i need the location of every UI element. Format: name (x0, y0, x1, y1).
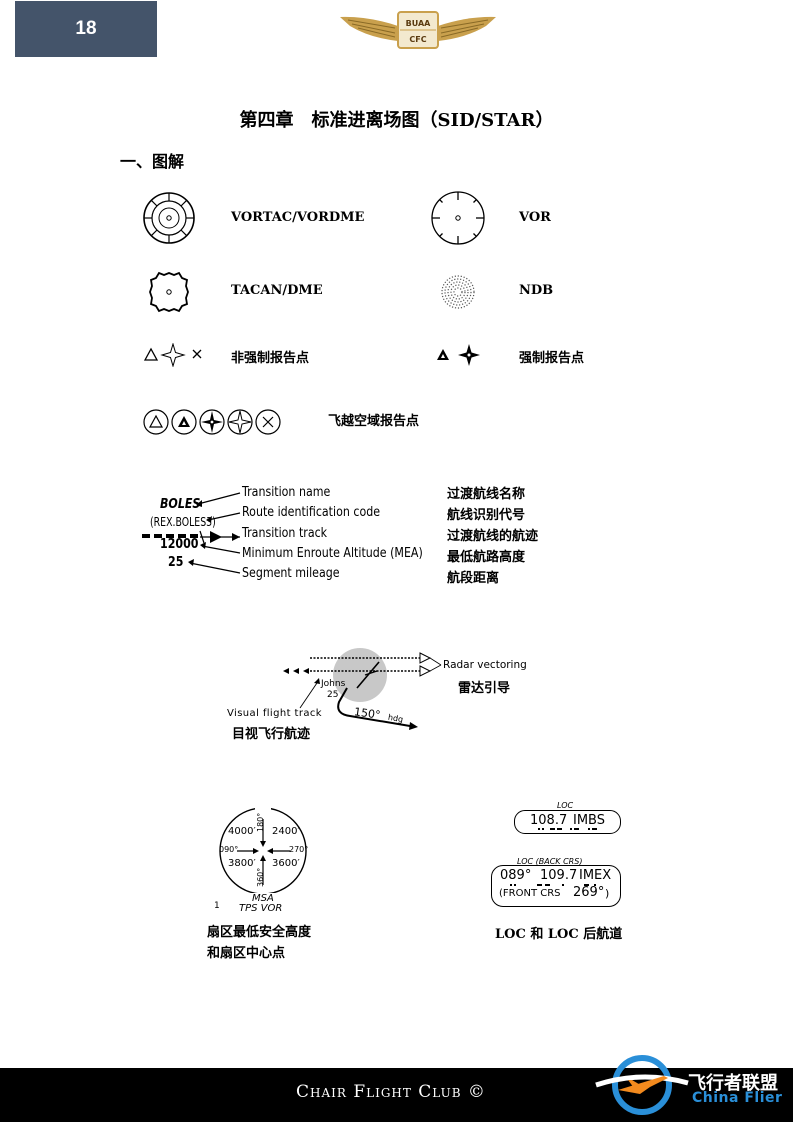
transition-fix-name: BOLES (160, 497, 201, 512)
transition-cn-name: 过渡航线名称 (447, 487, 526, 502)
transition-arrows (142, 492, 241, 574)
loc-front-label: (FRONT CRS (499, 888, 561, 899)
transition-label-track: Transition track (242, 526, 328, 541)
loc-back-course: 089° (500, 868, 532, 883)
ndb-label: NDB (519, 283, 554, 298)
msa-bearing-w: 090° (219, 845, 239, 854)
ndb-icon (441, 275, 475, 309)
transition-label-name: Transition name (242, 485, 331, 500)
vortac-label: VORTAC/VORDME (231, 210, 365, 225)
star-open-icon (160, 343, 186, 367)
msa-bearing-s-text: 360° (256, 867, 265, 887)
transition-cn-mea: 最低航路高度 (447, 550, 526, 565)
logo-bottom-text: CFC (409, 35, 426, 44)
flyover-label: 飞越空域报告点 (328, 414, 420, 429)
msa-title: MSA (252, 893, 274, 904)
msa-cn-line1: 扇区最低安全高度 (207, 925, 312, 940)
tacan-label: TACAN/DME (231, 283, 323, 298)
page-number: 18 (15, 1, 157, 57)
msa-sector-tl: 4000′ (228, 826, 256, 837)
loc-cn: LOC 和 LOC 后航道 (495, 927, 623, 942)
visual-track-label: Visual flight track (227, 708, 322, 719)
loc-back-ident: IMEX (579, 868, 612, 883)
msa-cn-line2: 和扇区中心点 (207, 946, 286, 961)
loc-frequency: 108.7 (530, 813, 568, 828)
flyover-reporting-icons (143, 409, 281, 435)
transition-cn-mileage: 航段距离 (447, 571, 500, 586)
msa-cn: 扇区最低安全高度 和扇区中心点 (207, 922, 311, 964)
loc-morse (538, 828, 597, 830)
transition-cn-list: 过渡航线名称 航线识别代号 过渡航线的航迹 最低航路高度 航段距离 (447, 484, 538, 589)
msa-sector-bl: 3800′ (228, 858, 256, 869)
transition-cn-route: 航线识别代号 (447, 508, 526, 523)
compulsory-reporting-icons (437, 344, 480, 366)
loc-back-course-box (491, 865, 621, 907)
msa-sector-tr: 2400′ (272, 826, 300, 837)
triangle-open-icon (143, 347, 159, 361)
footer-club-name: Chair Flight Club © (296, 1082, 486, 1102)
radar-vectoring-diagram (283, 648, 442, 730)
loc-back-morse (510, 884, 596, 886)
loc-front-close: ) (605, 887, 610, 900)
radar-vectoring-cn: 雷达引导 (458, 681, 511, 696)
chapter-title: 第四章 标准进离场图（SID/STAR） (239, 110, 554, 131)
loc-back-course-label: LOC (BACK CRS) (517, 857, 583, 866)
loc-label: LOC (557, 801, 574, 810)
msa-index: 1 (214, 901, 220, 911)
msa-bearing-e: 270° (289, 845, 309, 854)
loc-back-frequency: 109.7 (540, 868, 578, 883)
airport-area-shading (333, 648, 387, 702)
msa-subtitle: TPS VOR (239, 903, 283, 914)
radar-vectoring-label: Radar vectoring (443, 659, 527, 671)
msa-bearing-n: 180° (256, 793, 265, 832)
tacan-icon (149, 271, 189, 313)
non-compulsory-label: 非强制报告点 (231, 351, 310, 366)
msa-bearing-s: 360° (256, 868, 265, 887)
transition-label-mea: Minimum Enroute Altitude (MEA) (242, 546, 423, 561)
msa-sector-br: 3600′ (272, 858, 300, 869)
transition-mea: 12000 (160, 537, 199, 552)
vor-icon (431, 191, 485, 245)
runway-icon (356, 661, 380, 689)
transition-label-mileage: Segment mileage (242, 566, 340, 581)
loc-box (514, 810, 621, 834)
vortac-icon (143, 192, 195, 244)
china-flier-logo-icon (595, 1055, 689, 1115)
cross-icon (192, 349, 202, 359)
club-logo: BUAA CFC (340, 11, 496, 49)
non-compulsory-reporting-icons (143, 343, 202, 367)
msa-bearing-n-text: 180° (256, 812, 265, 832)
logo-top-text: BUAA (406, 19, 432, 28)
compulsory-label: 强制报告点 (519, 351, 585, 366)
watermark-cn: 飞行者联盟 (688, 1073, 778, 1094)
section-title: 一、图解 (120, 152, 185, 171)
vor-label: VOR (519, 210, 551, 225)
airport-elevation: 25 (327, 690, 339, 700)
msa-circle (219, 806, 307, 893)
visual-track-cn: 目视飞行航迹 (232, 727, 311, 742)
transition-label-route: Route identification code (242, 505, 381, 520)
watermark-en: China Flier (692, 1090, 783, 1106)
transition-cn-track: 过渡航线的航迹 (447, 529, 539, 544)
transition-mileage: 25 (168, 555, 184, 570)
airport-name: Johns (321, 679, 346, 689)
loc-front-value: 269° (573, 885, 605, 900)
transition-route-code: (REX.BOLES3) (150, 515, 216, 529)
loc-ident: IMBS (573, 813, 605, 828)
